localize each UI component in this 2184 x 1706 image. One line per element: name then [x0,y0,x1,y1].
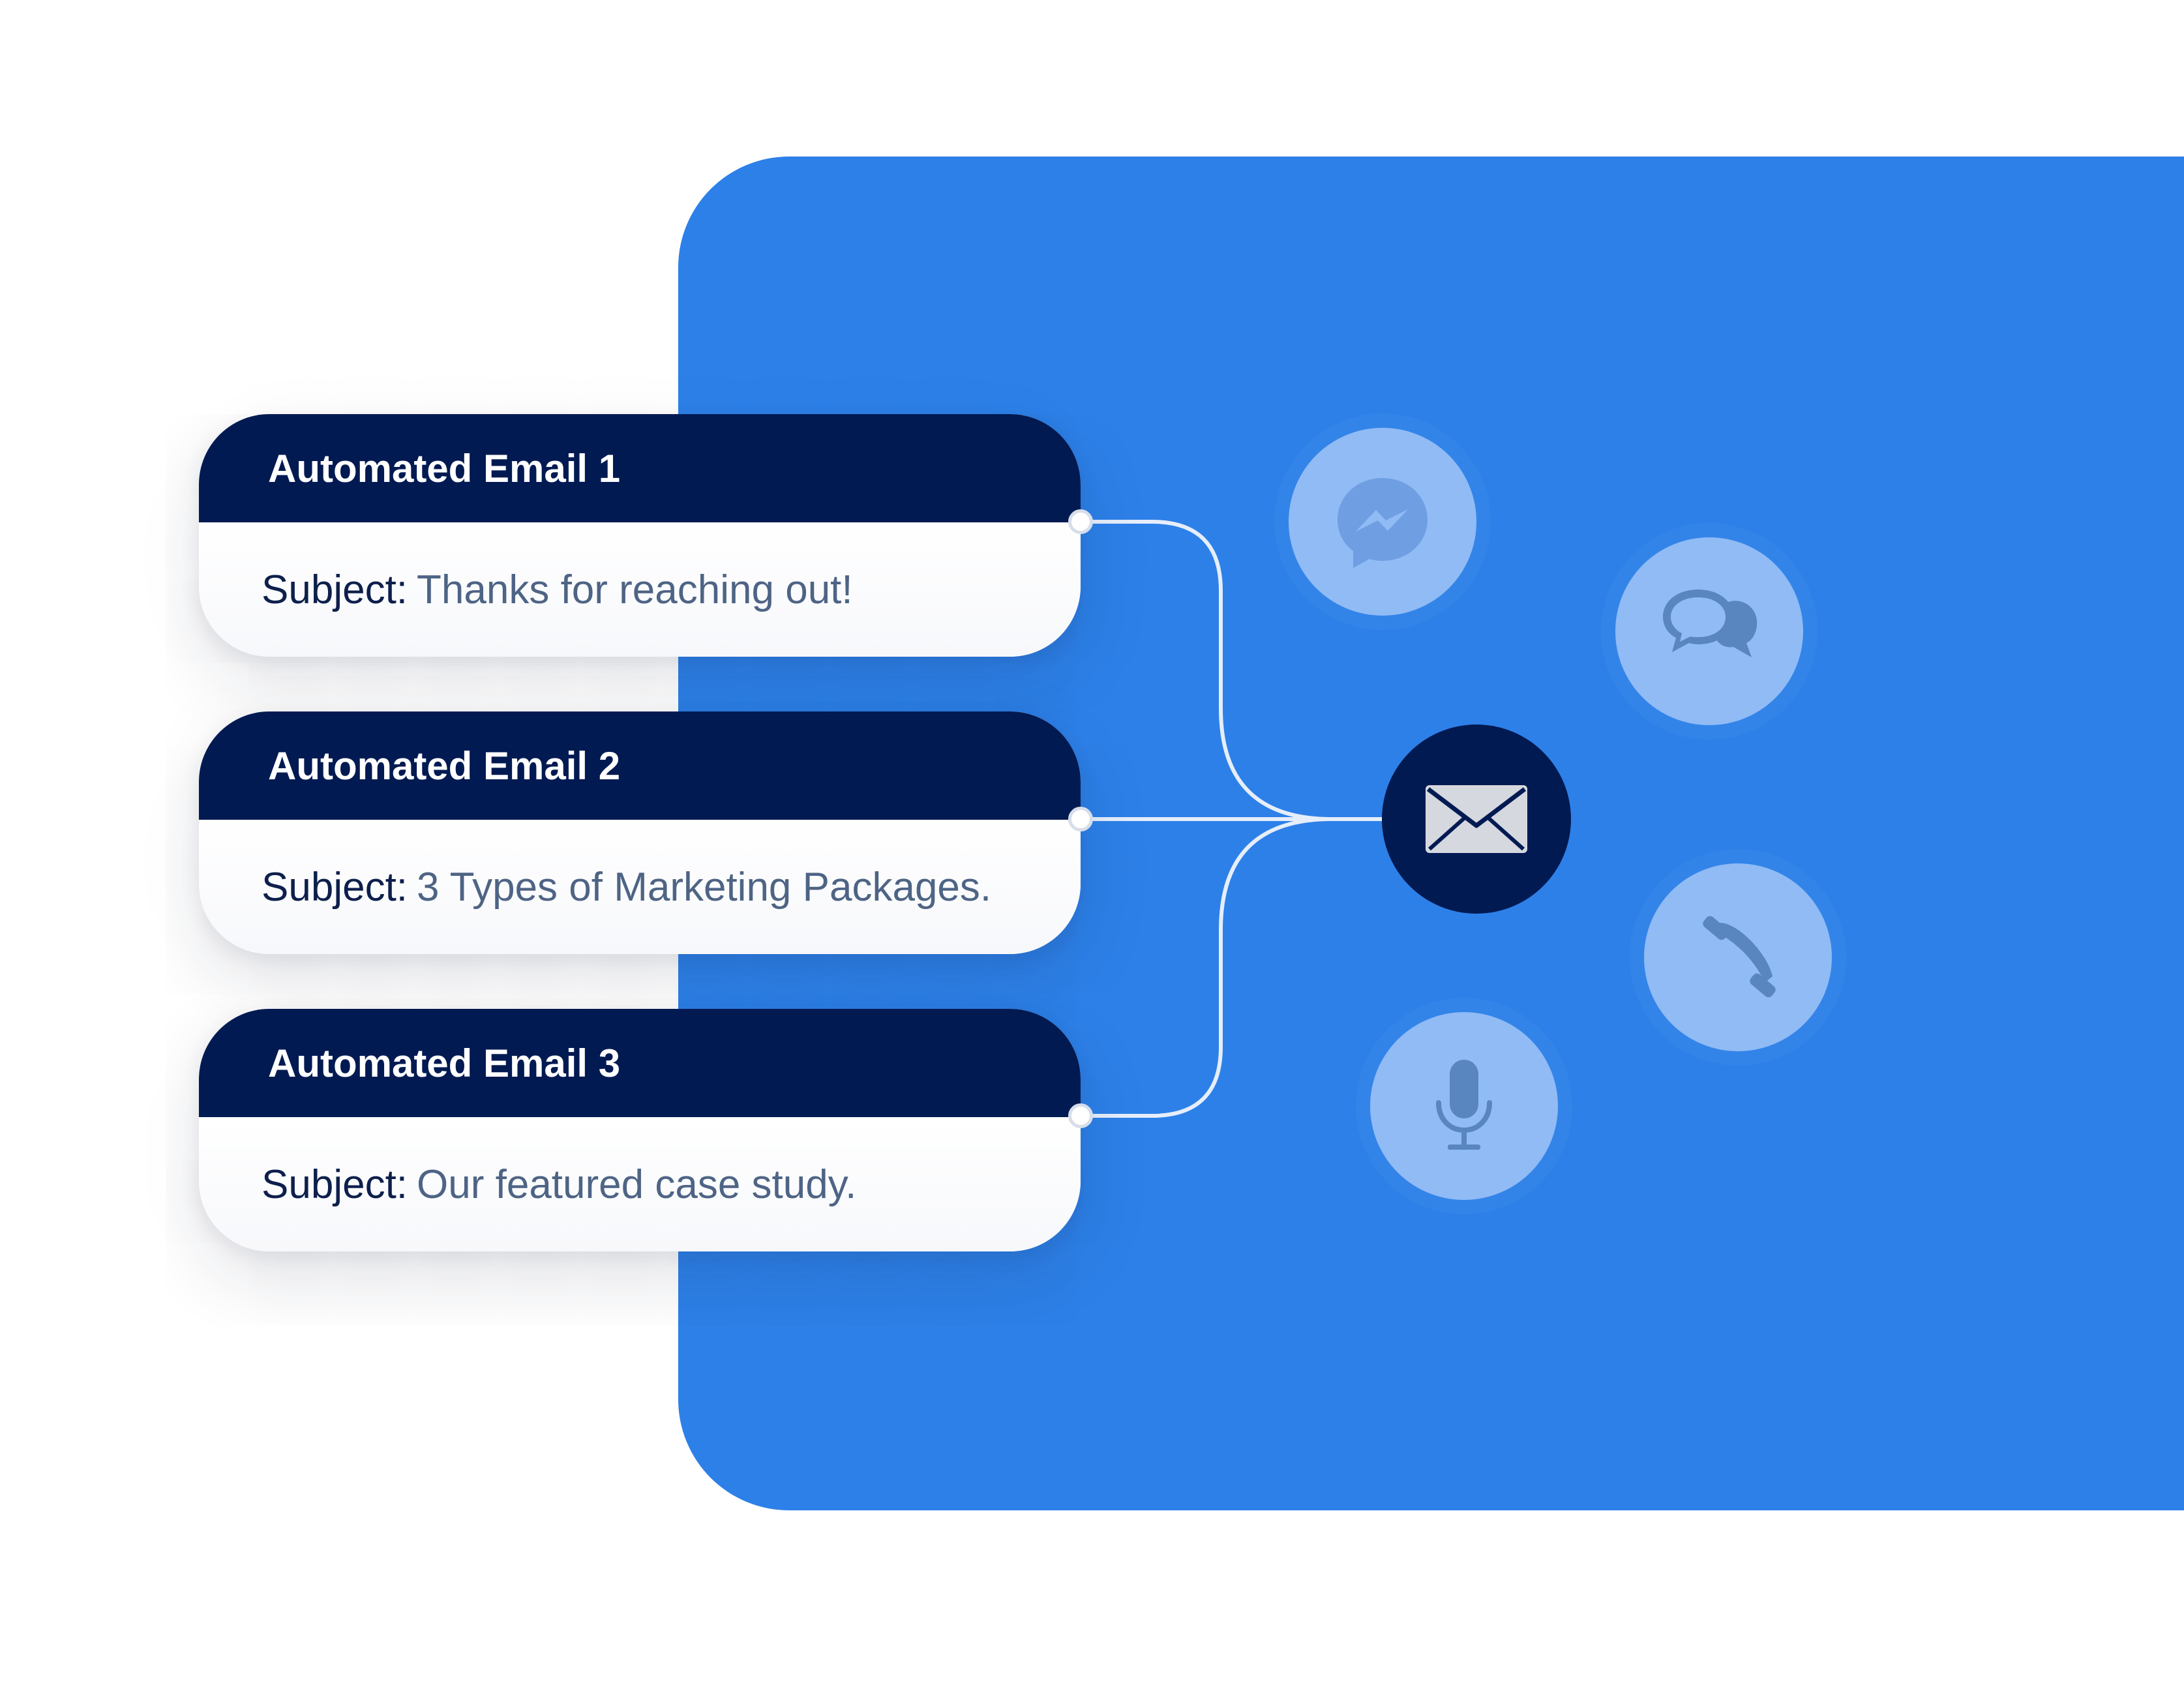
connector-port-3[interactable] [1068,1103,1093,1128]
subject-label: Subject: [262,1161,408,1207]
email-card-body: Subject: Thanks for reaching out! [199,522,1081,657]
email-card-header: Automated Email 3 [199,1009,1081,1117]
email-card-1[interactable]: Automated Email 1 Subject: Thanks for re… [199,414,1081,657]
subject-value: Thanks for reaching out! [417,567,853,612]
email-card-header: Automated Email 1 [199,414,1081,522]
subject-label: Subject: [262,864,408,910]
messenger-icon [1338,478,1428,568]
envelope-icon [1426,785,1527,853]
channel-microphone[interactable] [1370,1012,1558,1200]
email-title: Automated Email 1 [268,446,621,490]
subject-label: Subject: [262,567,408,612]
email-card-body: Subject: Our featured case study. [199,1117,1081,1251]
channel-phone[interactable] [1644,863,1832,1051]
email-hub[interactable] [1382,725,1571,914]
channel-chat[interactable] [1615,537,1803,725]
email-card-3[interactable]: Automated Email 3 Subject: Our featured … [199,1009,1081,1251]
channel-messenger[interactable] [1289,428,1476,616]
connector-port-2[interactable] [1068,807,1093,831]
email-card-2[interactable]: Automated Email 2 Subject: 3 Types of Ma… [199,711,1081,954]
email-title: Automated Email 2 [268,743,621,788]
subject-value: Our featured case study. [417,1161,857,1207]
email-card-body: Subject: 3 Types of Marketing Packages. [199,820,1081,954]
chat-bubbles-icon [1663,590,1758,657]
phone-icon [1703,916,1776,998]
email-card-header: Automated Email 2 [199,711,1081,820]
connector-port-1[interactable] [1068,509,1093,534]
email-title: Automated Email 3 [268,1041,621,1085]
subject-value: 3 Types of Marketing Packages. [417,864,992,910]
microphone-icon [1436,1060,1492,1150]
